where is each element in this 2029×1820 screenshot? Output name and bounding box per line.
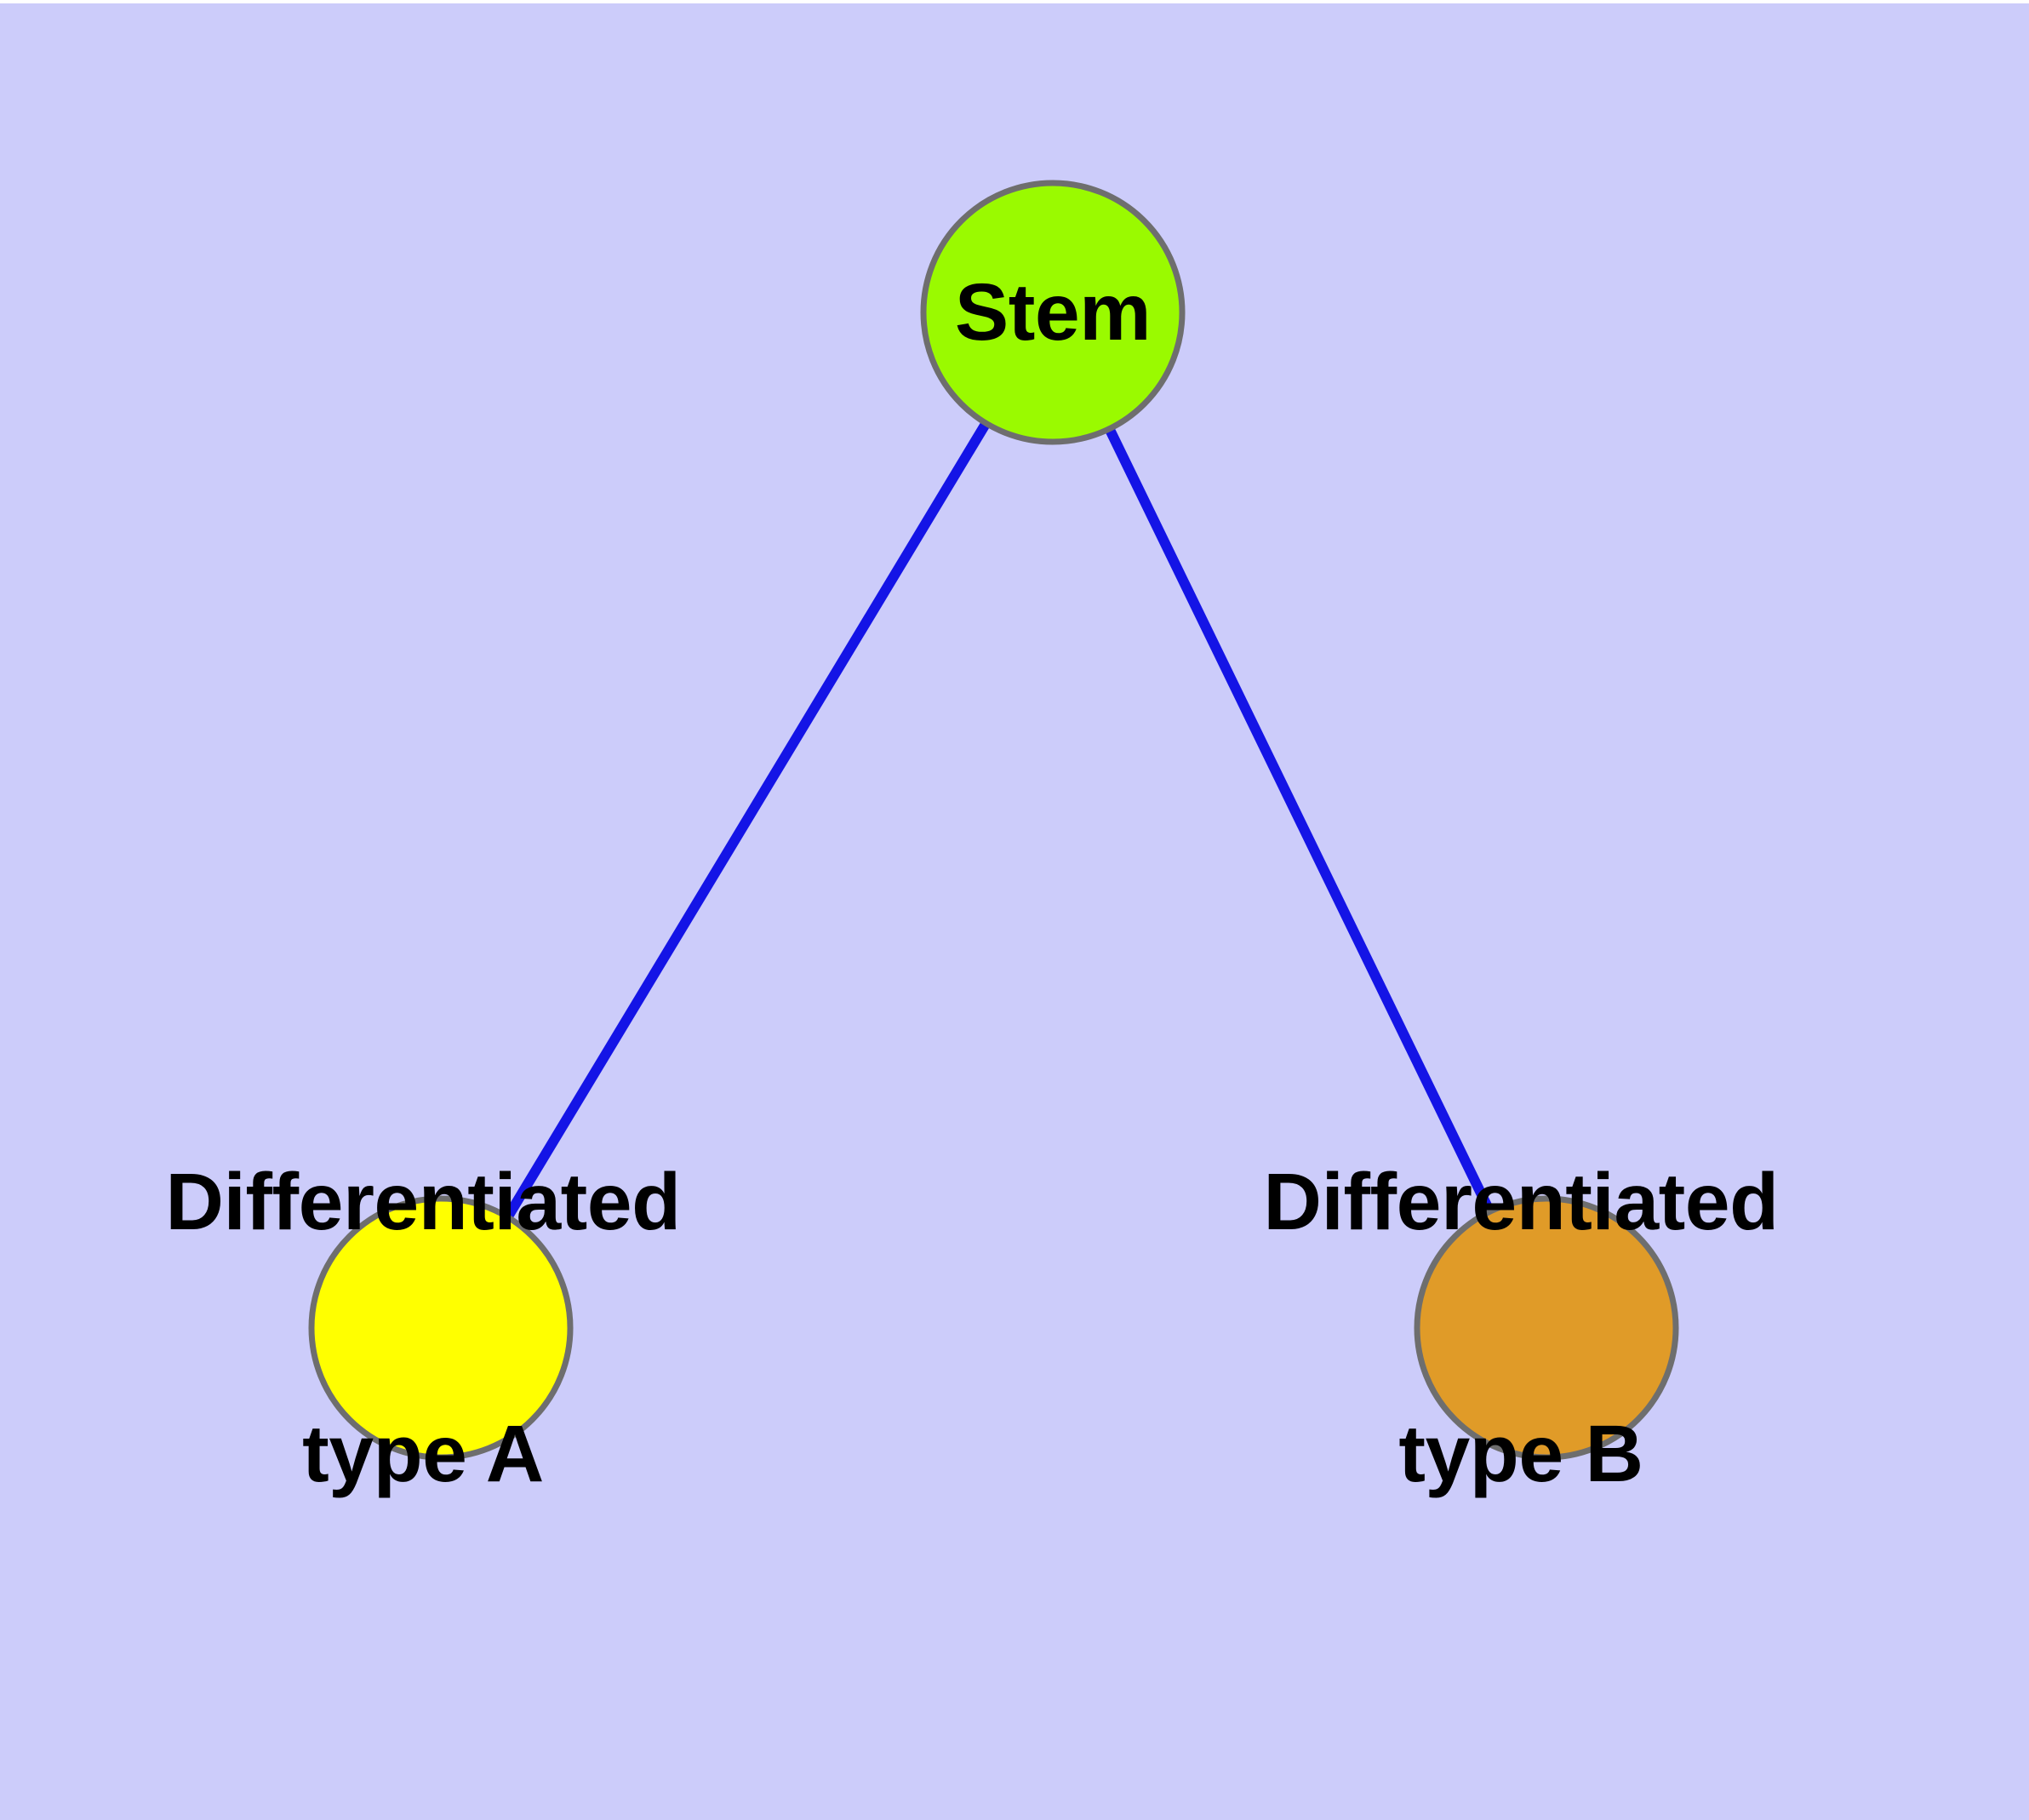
nodes-layer	[308, 180, 1679, 1461]
edge-stem-to-differentiated-type-b	[1048, 310, 1552, 1331]
edge-stem-to-differentiated-type-a	[436, 309, 1058, 1331]
node-differentiated-type-b[interactable]	[1414, 1195, 1679, 1461]
edges-layer	[436, 309, 1552, 1331]
node-stem[interactable]	[920, 180, 1186, 445]
node-differentiated-type-a[interactable]	[308, 1195, 574, 1461]
